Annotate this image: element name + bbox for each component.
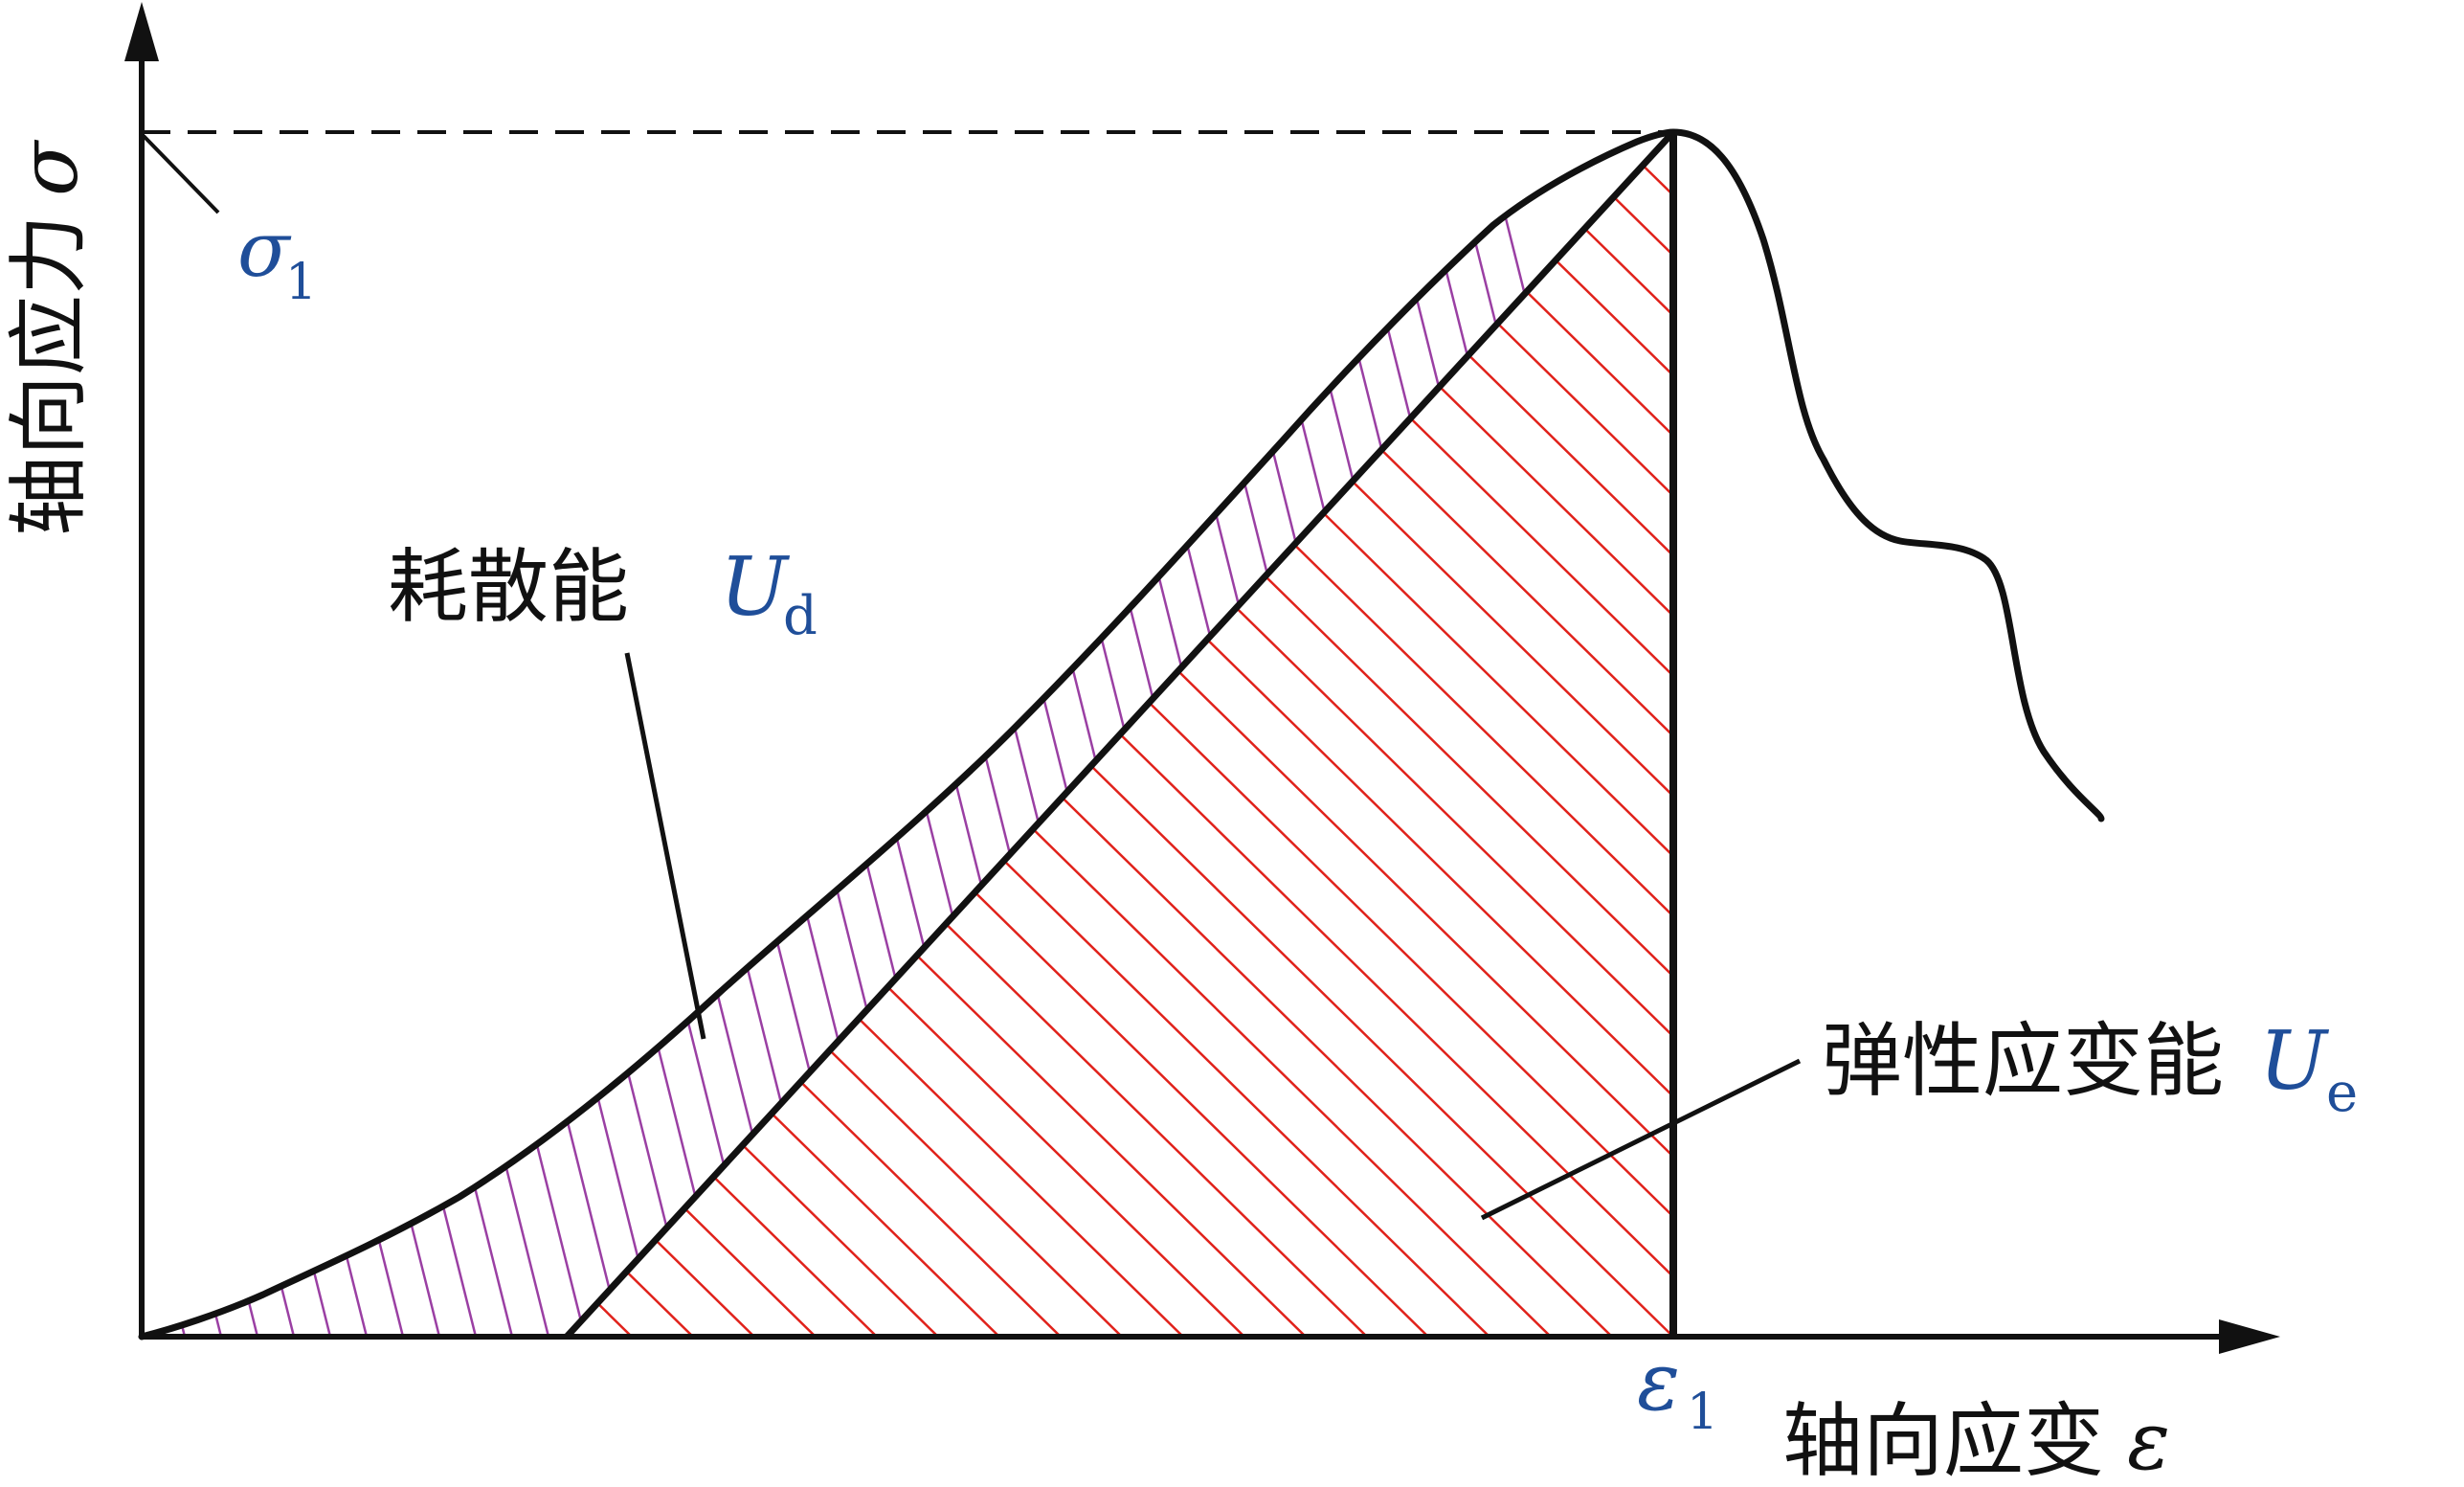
elastic-energy-hatch	[567, 132, 1673, 1337]
dissipated-energy-symbol: U	[720, 540, 791, 634]
dissipated-energy-leader-line	[624, 652, 706, 1040]
elastic-hatch-line	[567, 132, 1673, 1337]
dissipated-hatch-line	[976, 132, 1315, 1337]
dissipated-hatch-line	[1049, 132, 1388, 1337]
dissipated-hatch-line	[649, 132, 988, 1337]
elastic-hatch-line	[1289, 132, 1673, 1337]
dissipated-hatch-line	[1340, 132, 1673, 1337]
dissipated-hatch-line	[613, 132, 952, 1337]
elastic-energy-label: 弹性应变能	[1822, 1014, 2224, 1108]
unloading-line	[564, 129, 1676, 1340]
dissipated-hatch-line	[795, 132, 1133, 1337]
dissipated-hatch-line	[0, 0, 4, 1341]
elastic-hatch-line	[1351, 132, 1673, 1337]
dissipated-hatch-line	[142, 132, 260, 1337]
elastic-hatch-line	[567, 132, 1673, 1337]
dissipated-hatch-line	[1086, 132, 1424, 1337]
dissipated-hatch-line	[685, 132, 1024, 1337]
dissipated-hatch-line	[1158, 132, 1497, 1337]
x-axis-arrowhead	[2219, 1319, 2280, 1354]
dissipated-hatch-line	[142, 132, 224, 1337]
y-axis-arrowhead	[124, 2, 159, 61]
dissipated-hatch-line	[142, 132, 297, 1337]
dissipated-hatch-line	[1122, 132, 1461, 1337]
elastic-hatch-line	[567, 132, 1004, 1337]
sigma1-symbol: σ	[237, 205, 292, 294]
elastic-hatch-line	[567, 132, 1617, 1337]
dissipated-hatch-line	[213, 132, 551, 1337]
elastic-energy-symbol: U	[2259, 1014, 2330, 1108]
dissipated-hatch-line	[142, 132, 479, 1337]
dissipated-energy-subscript: d	[783, 585, 818, 647]
elastic-hatch-line	[567, 132, 698, 1337]
dissipated-hatch-line	[431, 132, 770, 1337]
y-axis-title: 轴向应力 σ	[2, 139, 96, 536]
elastic-hatch-line	[567, 132, 1673, 1337]
elastic-hatch-line	[567, 132, 1188, 1337]
dissipated-hatch-line	[142, 132, 151, 1337]
elastic-hatch-line	[1044, 132, 1673, 1337]
elastic-hatch-line	[567, 132, 1310, 1337]
dissipated-hatch-line	[142, 132, 442, 1337]
dissipated-hatch-line	[1231, 132, 1570, 1337]
elastic-hatch-line	[567, 132, 1556, 1337]
elastic-hatch-line	[1657, 132, 1673, 1337]
elastic-hatch-line	[738, 132, 1673, 1337]
stress-strain-curve	[138, 128, 2105, 1341]
dissipated-hatch-line	[1195, 132, 1534, 1337]
dissipated-hatch-line	[0, 0, 40, 1341]
dissipated-hatch-line	[142, 132, 406, 1337]
dissipated-hatch-line	[504, 132, 842, 1337]
sigma1-leader-line	[142, 134, 220, 214]
dissipated-hatch-line	[394, 132, 733, 1337]
elastic-hatch-line	[1228, 132, 1673, 1337]
elastic-hatch-line	[1106, 132, 1673, 1337]
dissipated-hatch-line	[142, 132, 333, 1337]
elastic-hatch-line	[616, 132, 1673, 1337]
elastic-hatch-line	[567, 132, 1673, 1337]
dissipated-hatch-line	[249, 132, 588, 1337]
dissipated-hatch-line	[322, 132, 661, 1337]
elastic-hatch-line	[567, 132, 1494, 1337]
x-axis-label: 轴向应变	[1782, 1394, 2104, 1487]
dissipated-hatch-line	[142, 132, 370, 1337]
dissipated-energy-hatch	[0, 0, 1673, 1341]
dissipated-hatch-line	[0, 0, 113, 1341]
elastic-hatch-line	[799, 132, 1673, 1337]
dissipated-hatch-line	[358, 132, 697, 1337]
dissipated-energy-label: 耗散能	[388, 540, 629, 634]
elastic-energy-leader-line	[1480, 1058, 1802, 1221]
elastic-hatch-line	[1473, 132, 1673, 1337]
elastic-hatch-line	[983, 132, 1673, 1337]
elastic-hatch-line	[567, 132, 1127, 1337]
dissipated-hatch-line	[1413, 132, 1673, 1337]
dissipated-hatch-line	[142, 132, 188, 1337]
y-axis-label: 轴向应力	[2, 214, 96, 536]
dissipated-hatch-line	[831, 132, 1170, 1337]
elastic-hatch-line	[567, 132, 1249, 1337]
dissipated-hatch-line	[285, 132, 624, 1337]
x-axis-symbol: ε	[2127, 1394, 2170, 1487]
elastic-hatch-line	[567, 132, 575, 1337]
dissipated-hatch-line	[1267, 132, 1606, 1337]
elastic-hatch-line	[1412, 132, 1673, 1337]
elastic-hatch-line	[567, 132, 1065, 1337]
elastic-hatch-line	[1596, 132, 1673, 1337]
dissipated-hatch-line	[540, 132, 879, 1337]
dissipated-hatch-line	[176, 132, 515, 1337]
dissipated-hatch-line	[722, 132, 1061, 1337]
epsilon1-subscript: 1	[1687, 1384, 1718, 1441]
dissipated-hatch-line	[0, 0, 77, 1341]
epsilon1-symbol: ε	[1637, 1335, 1680, 1429]
elastic-energy-subscript: e	[2326, 1062, 2358, 1124]
sigma1-subscript: 1	[285, 254, 317, 311]
y-axis-symbol: σ	[2, 139, 96, 196]
elastic-hatch-line	[677, 132, 1673, 1337]
elastic-hatch-line	[567, 132, 820, 1337]
dissipated-hatch-line	[467, 132, 806, 1337]
